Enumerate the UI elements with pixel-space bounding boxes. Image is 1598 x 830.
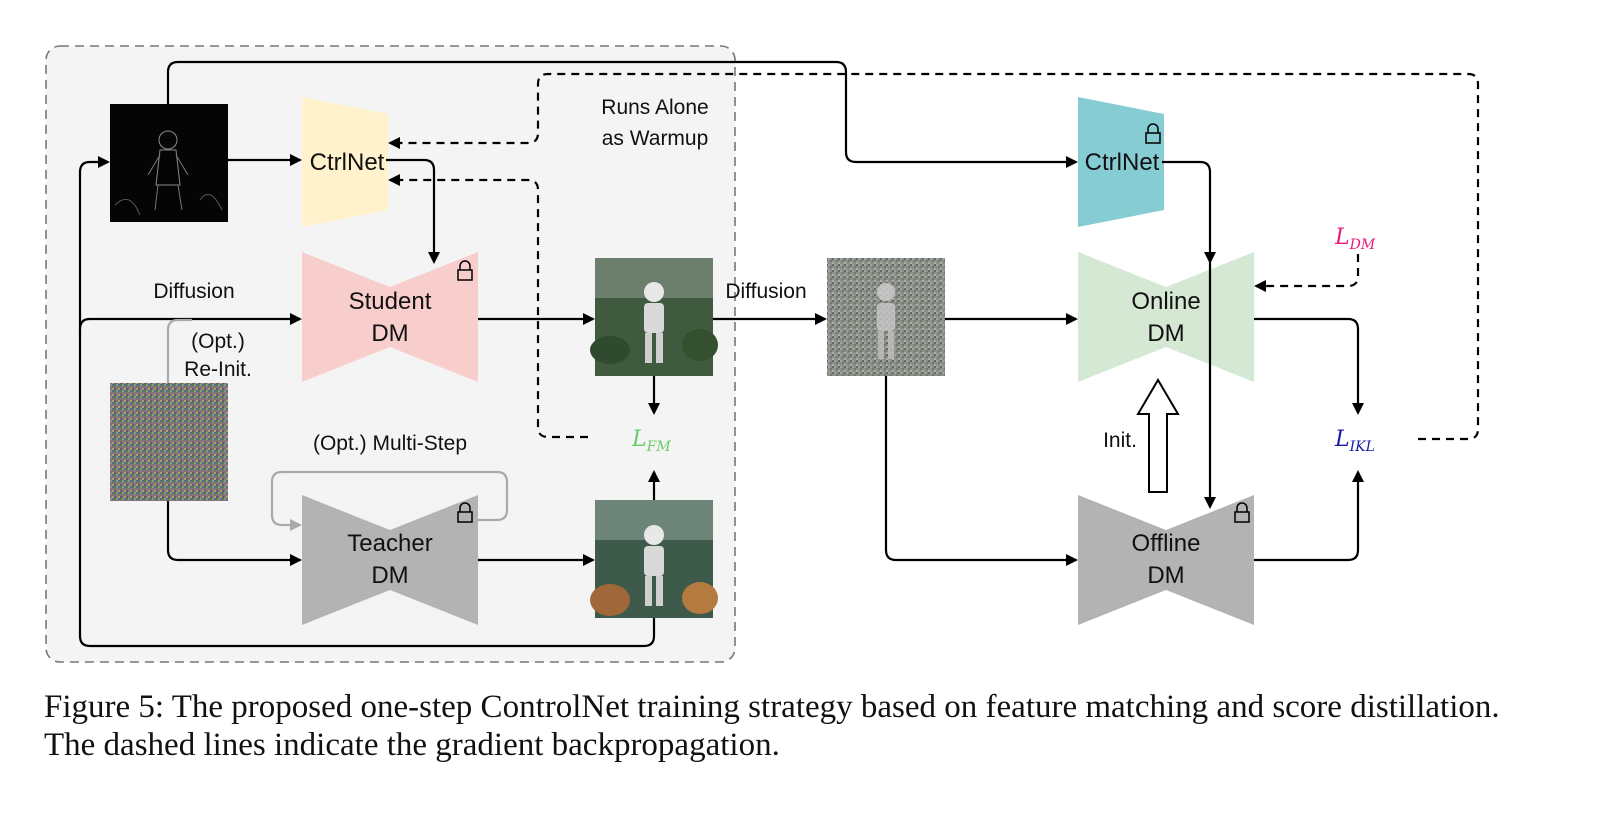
diagram: Runs Alone as Warmup Ctr — [45, 45, 1480, 663]
dashed-connectors — [388, 72, 1480, 441]
teacher-dm-block — [302, 495, 478, 625]
runs-alone-label: Runs Alone — [601, 96, 708, 119]
offline-dm-label-2: DM — [1147, 562, 1184, 589]
online-dm-label-1: Online — [1131, 288, 1200, 315]
figure-caption: Figure 5: The proposed one-step ControlN… — [44, 689, 1500, 763]
student-output-image — [590, 258, 718, 376]
student-dm-block — [302, 252, 478, 382]
ctrlnet-left-block — [302, 97, 388, 227]
ctrlnet-right-label: CtrlNet — [1085, 149, 1160, 176]
diffusion-left-label: Diffusion — [153, 280, 234, 303]
lock-icon — [457, 502, 473, 523]
solid-connectors — [78, 60, 1364, 648]
offline-dm-block — [1078, 495, 1254, 625]
lock-icon — [1145, 123, 1161, 144]
multistep-label: (Opt.) Multi-Step — [313, 432, 467, 455]
ctrlnet-right-block — [1078, 97, 1164, 227]
l-dm-label: LDM — [1334, 225, 1376, 253]
noisy-output-image — [827, 258, 945, 376]
teacher-dm-label-1: Teacher — [347, 530, 432, 557]
teacher-dm-label-2: DM — [371, 562, 408, 589]
student-dm-label-1: Student — [349, 288, 432, 315]
teacher-output-image — [590, 500, 718, 618]
l-fm-label: LFM — [631, 427, 671, 455]
lock-icon — [1234, 502, 1250, 523]
noise-image — [110, 383, 228, 501]
reinit-label-1: (Opt.) — [191, 330, 245, 353]
student-dm-label-2: DM — [371, 320, 408, 347]
as-warmup-label: as Warmup — [602, 127, 709, 150]
l-ikl-label: LIKL — [1334, 427, 1375, 455]
init-label: Init. — [1103, 429, 1137, 452]
diffusion-right-label: Diffusion — [725, 280, 806, 303]
ctrlnet-left-label: CtrlNet — [310, 149, 385, 176]
gray-connectors — [166, 318, 509, 531]
online-dm-block — [1078, 252, 1254, 382]
init-arrow — [1136, 378, 1180, 493]
reinit-label-2: Re-Init. — [184, 358, 252, 381]
lock-icon — [457, 260, 473, 281]
offline-dm-label-1: Offline — [1132, 530, 1201, 557]
online-dm-label-2: DM — [1147, 320, 1184, 347]
edge-map-image — [110, 104, 228, 222]
